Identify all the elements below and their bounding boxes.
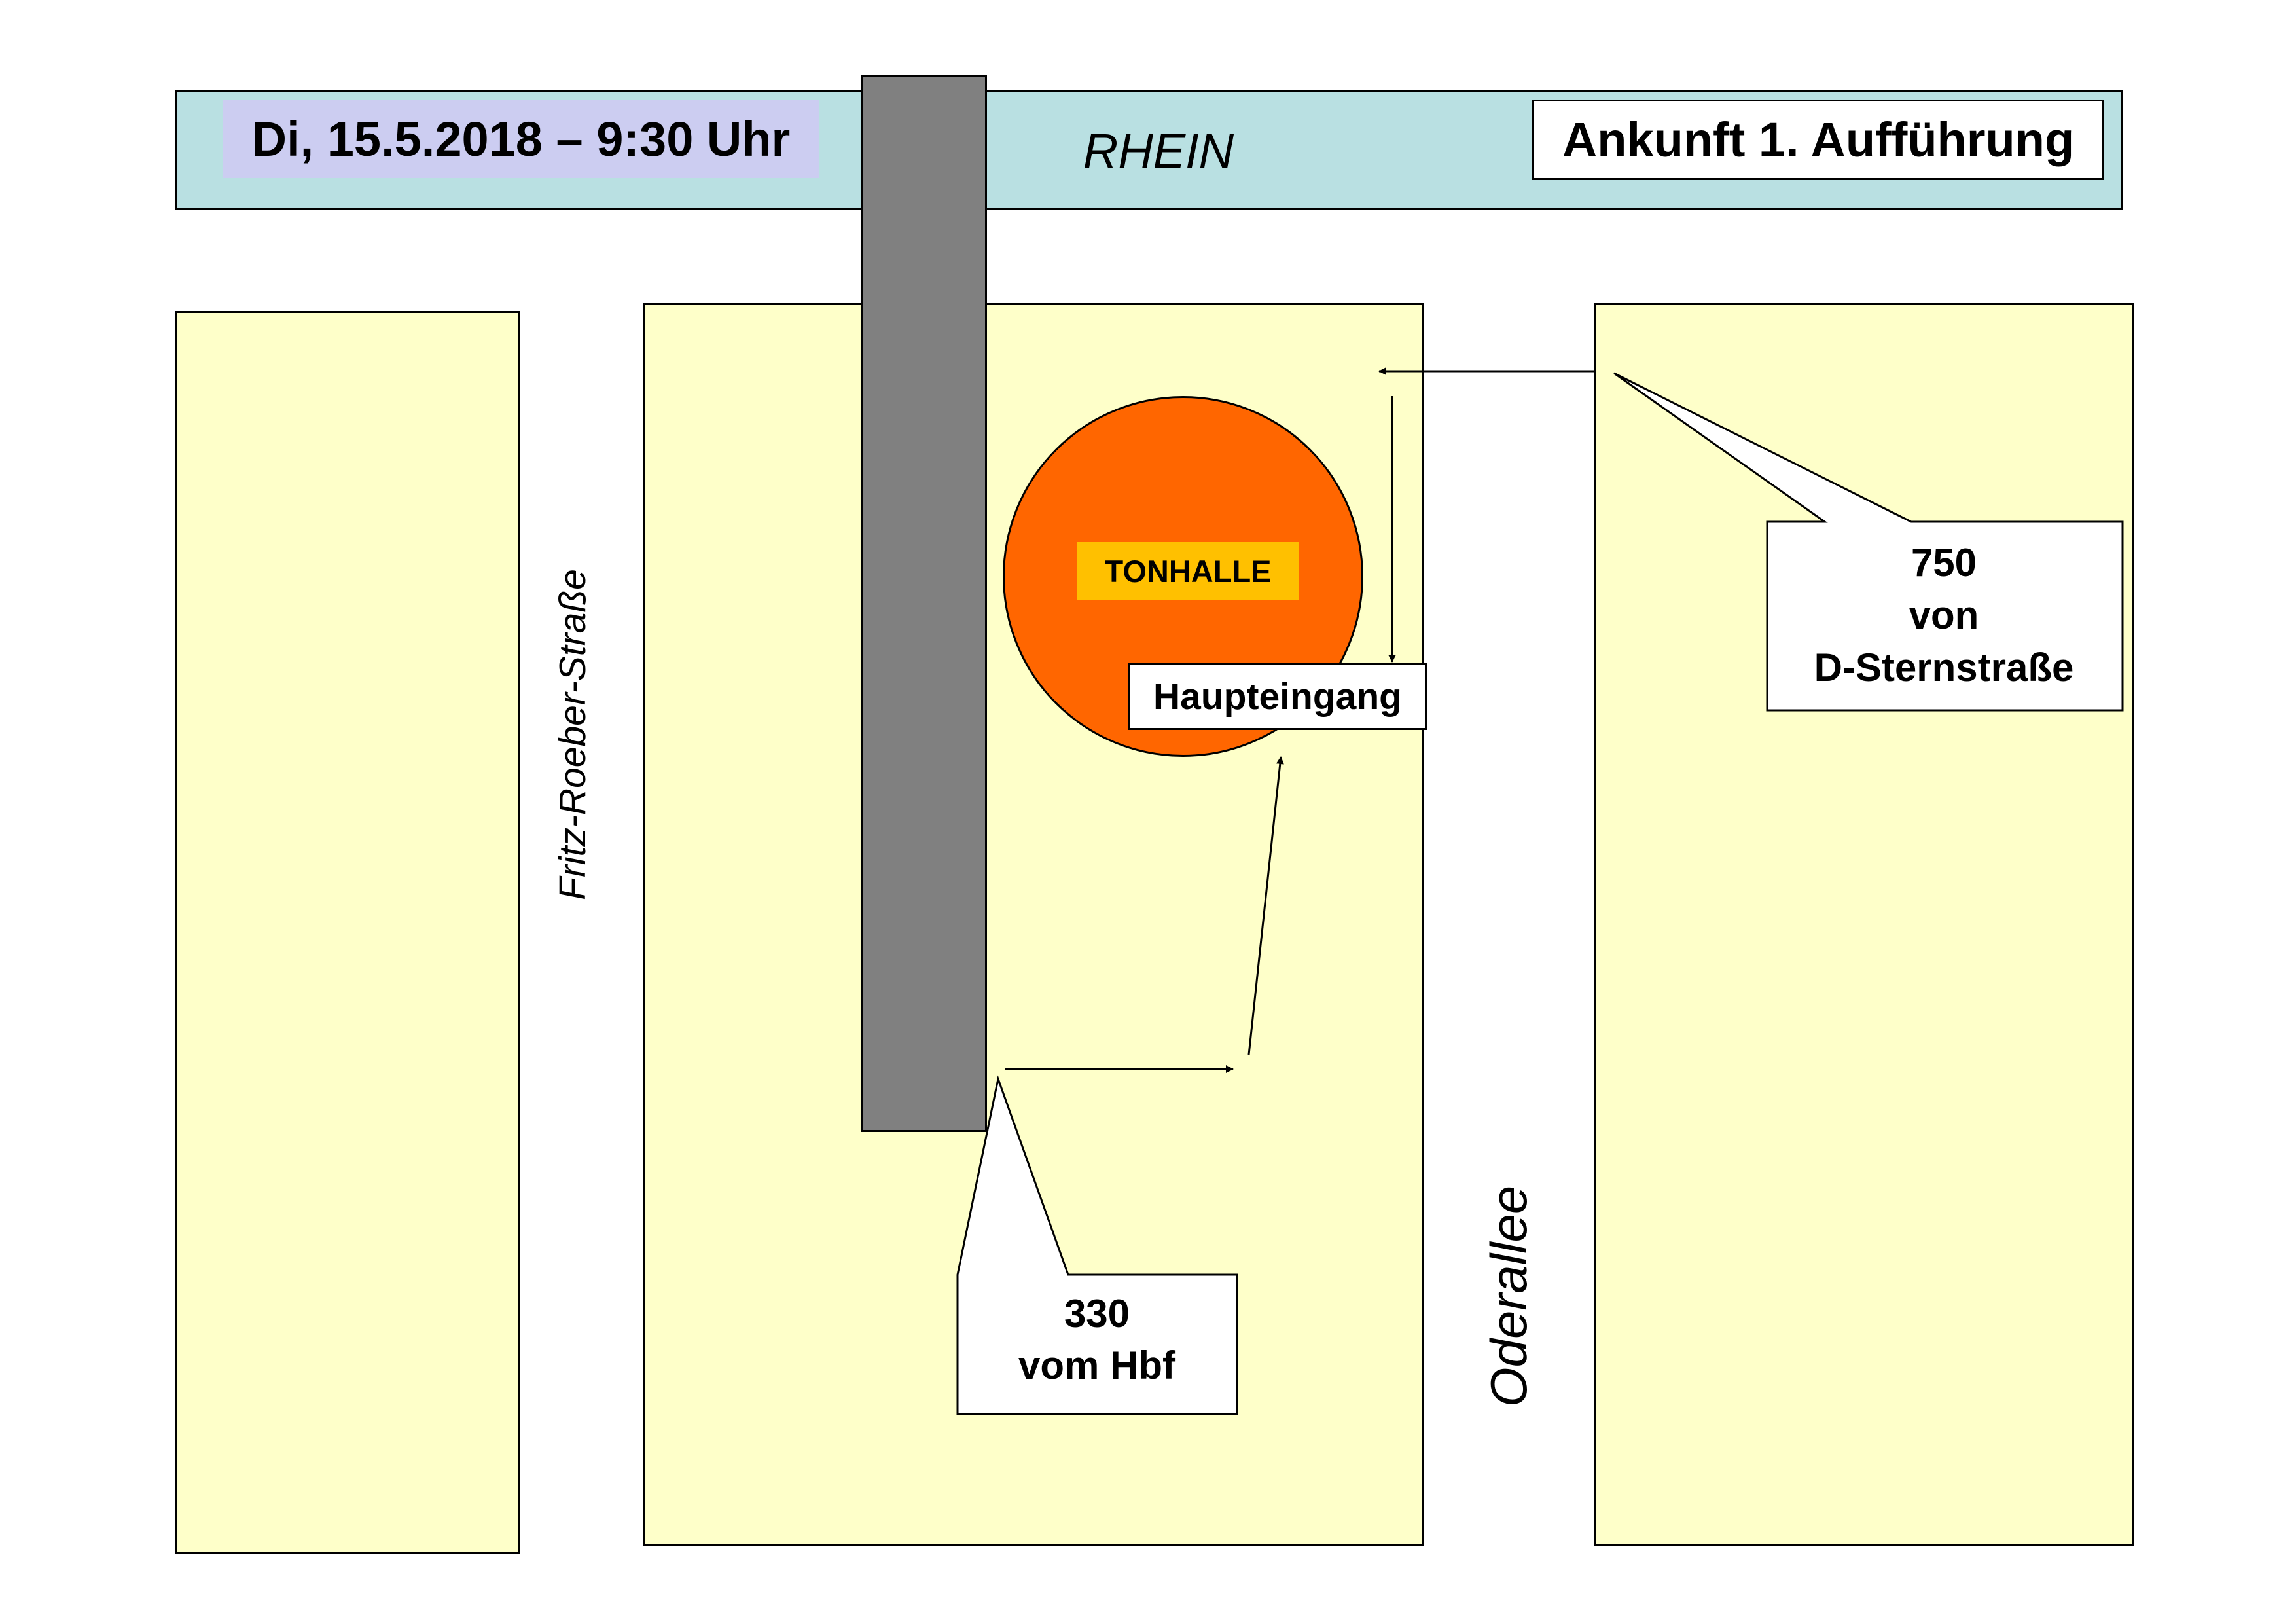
callout-east-line3: D-Sternstraße: [1814, 646, 2074, 689]
main-entrance-label: Haupteingang: [1128, 663, 1427, 730]
callout-south-line2: vom Hbf: [1018, 1343, 1176, 1387]
callout-east-line2: von: [1909, 593, 1979, 637]
route-arrow-south-north: [1247, 756, 1284, 1055]
date-time-label: Di, 15.5.2018 – 9:30 Uhr: [223, 100, 819, 178]
callout-south: [956, 1075, 1238, 1415]
callout-south-line1: 330: [1064, 1292, 1130, 1336]
bridge: [861, 75, 987, 1132]
event-title: Ankunft 1. Aufführung: [1532, 100, 2104, 180]
tonhalle-label: TONHALLE: [1077, 542, 1299, 600]
callout-east-line1: 750: [1911, 541, 1977, 585]
city-block-west: [175, 311, 520, 1554]
callout-east: [1613, 372, 2124, 712]
river-label: RHEIN: [1083, 123, 1234, 178]
